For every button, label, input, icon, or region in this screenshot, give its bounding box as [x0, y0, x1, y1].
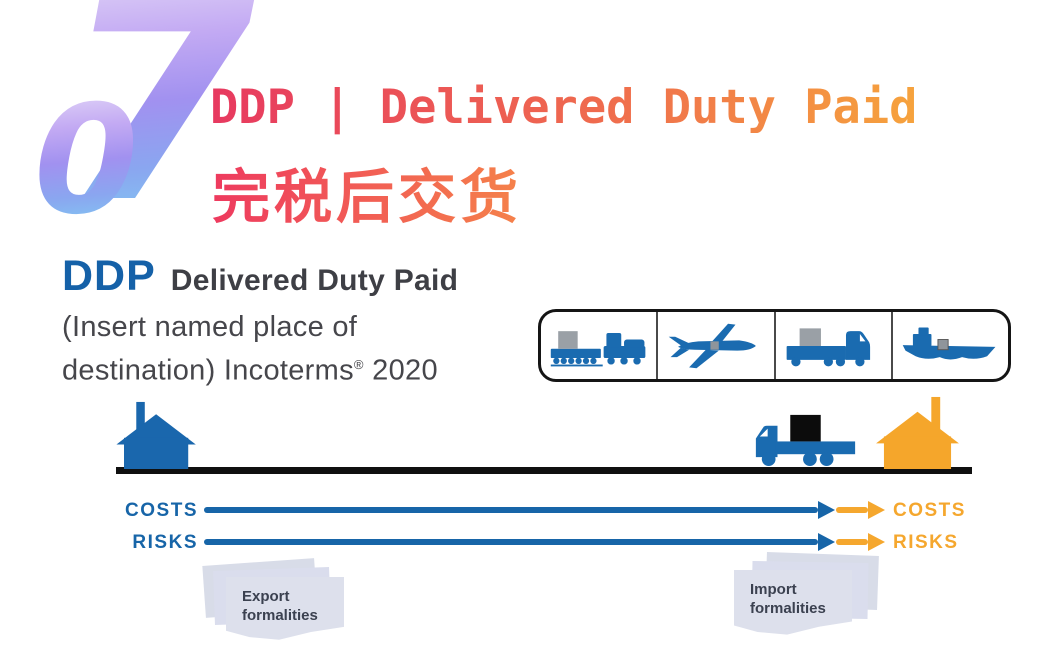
mode-cell-rail: [541, 312, 659, 379]
term-place-note: (Insert named place of destination) Inco…: [62, 308, 438, 390]
export-formalities-stack: Export formalities: [198, 558, 358, 650]
balloon-digit-seven: 7: [60, 0, 256, 242]
risks-label-seller: RISKS: [132, 532, 198, 553]
place-line2: destination) Incoterms: [62, 354, 354, 387]
balloon-number-07: 7 0: [34, 0, 256, 243]
plane-icon: [668, 323, 756, 368]
timeline-line: [116, 467, 972, 474]
transport-modes-box: [538, 309, 1011, 382]
page-subtitle-chinese: 完税后交货: [212, 150, 522, 234]
costs-label-buyer: COSTS: [893, 500, 966, 521]
term-name: Delivered Duty Paid: [170, 264, 459, 297]
mode-cell-sea: [893, 312, 1008, 379]
risks-arrowhead-seller: [818, 533, 835, 551]
registered-mark: ®: [353, 357, 364, 372]
risks-arrowhead-buyer: [868, 533, 885, 551]
import-formalities-label: Import formalities: [750, 581, 826, 617]
page-title: DDP | Delivered Duty Paid: [210, 80, 918, 135]
costs-arrowhead-seller: [818, 501, 835, 519]
export-formalities-label: Export formalities: [242, 588, 318, 624]
costs-arrowhead-buyer: [868, 501, 885, 519]
document-sheet-front: Export formalities: [226, 577, 344, 640]
costs-line-buyer: [836, 507, 868, 513]
seller-factory-icon: [116, 401, 196, 469]
risks-line-buyer: [836, 539, 868, 545]
term-code: DDP: [62, 252, 156, 300]
place-year: 2020: [363, 354, 438, 387]
risks-line-seller: [204, 539, 818, 545]
balloon-digit-zero: 0: [34, 74, 139, 248]
buyer-factory-icon: [876, 396, 959, 469]
costs-label-seller: COSTS: [125, 500, 198, 521]
delivery-truck-icon: [755, 414, 856, 466]
truck-icon: [786, 327, 871, 366]
cargo-box: [790, 414, 821, 442]
risks-label-buyer: RISKS: [893, 532, 959, 553]
ship-icon: [903, 326, 996, 359]
costs-line-seller: [204, 507, 818, 513]
mode-cell-road: [776, 312, 893, 379]
document-sheet-front: Import formalities: [734, 570, 852, 635]
import-formalities-stack: Import formalities: [726, 552, 886, 644]
term-heading: DDP Delivered Duty Paid: [62, 252, 458, 301]
place-line1: (Insert named place of: [62, 311, 358, 343]
mode-cell-air: [658, 312, 776, 379]
train-icon: [550, 330, 645, 366]
